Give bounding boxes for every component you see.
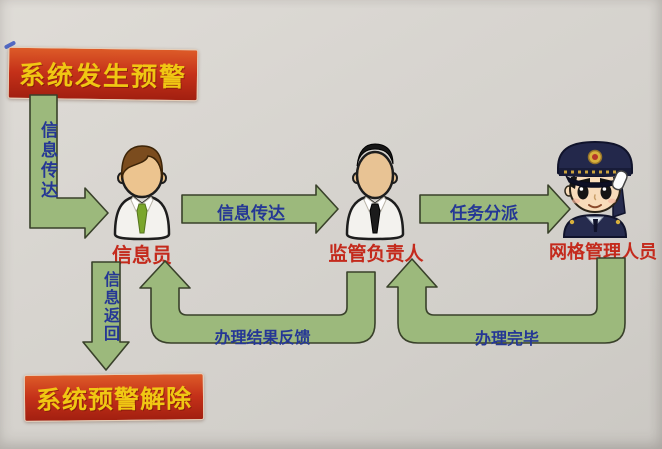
arrow-done-label: 办理完毕 (474, 329, 539, 348)
arrow-task-assign (419, 184, 571, 234)
arrow-result-feedback (139, 260, 376, 344)
arrow-info-deliver-vertical (29, 94, 109, 239)
end-box-label: 系统预警解除 (35, 383, 193, 415)
person-icon-supervisor (345, 143, 405, 241)
person-icon-grid-manager (557, 140, 633, 238)
end-box: 系统预警解除 (23, 373, 205, 422)
arrow-done (386, 257, 626, 344)
start-box: 系统发生预警 (7, 46, 199, 102)
person-icon-info-officer (113, 145, 171, 241)
arrow-info-deliver-label: 信息传达 (217, 204, 285, 224)
arrow-info-deliver-vertical-label: 信息传达 (37, 120, 57, 201)
start-box-label: 系统发生预警 (18, 60, 188, 93)
arrow-result-feedback-label: 办理结果反馈 (214, 328, 311, 347)
arrow-info-return (82, 261, 130, 371)
actor-label-grid-manager: 网格管理人员 (549, 242, 657, 263)
actor-label-info-officer: 信息员 (112, 243, 172, 267)
arrow-info-return-label: 信息返回 (101, 271, 120, 343)
arrow-task-assign-label: 任务分派 (450, 204, 518, 224)
arrow-info-deliver (181, 184, 339, 234)
actor-label-supervisor: 监管负责人 (328, 243, 424, 265)
